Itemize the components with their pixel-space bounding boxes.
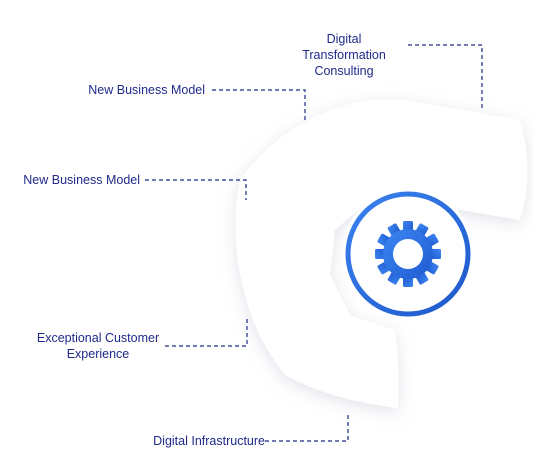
- label-line: Exceptional Customer: [36, 331, 160, 345]
- label-line: Experience: [66, 347, 130, 361]
- gear-icon: [375, 221, 441, 287]
- petal-consulting: [404, 100, 528, 220]
- hub-ring: [345, 191, 471, 317]
- petal-customer-experience: [238, 262, 350, 375]
- petal-business-model-top: [300, 99, 430, 205]
- label-line: Consulting: [314, 64, 374, 78]
- connector-business-model-mid: [145, 179, 247, 200]
- connector-customer-experience: [165, 316, 248, 347]
- connector-infrastructure: [265, 414, 349, 442]
- petal-left: [235, 180, 335, 275]
- connector-consulting: [408, 44, 483, 108]
- petal-business-model-mid: [240, 125, 370, 230]
- label-new-business-model-top: New Business Model: [88, 83, 205, 97]
- connector-business-model-top: [212, 89, 306, 122]
- label-line: Transformation: [302, 48, 386, 62]
- label-line: Digital: [326, 32, 362, 46]
- connectors: [145, 44, 483, 442]
- label-digital-infrastructure: Digital Infrastructure: [153, 434, 265, 448]
- petal-infrastructure: [285, 315, 399, 408]
- label-new-business-model-mid: New Business Model: [23, 173, 140, 187]
- petal-segments: [235, 99, 528, 408]
